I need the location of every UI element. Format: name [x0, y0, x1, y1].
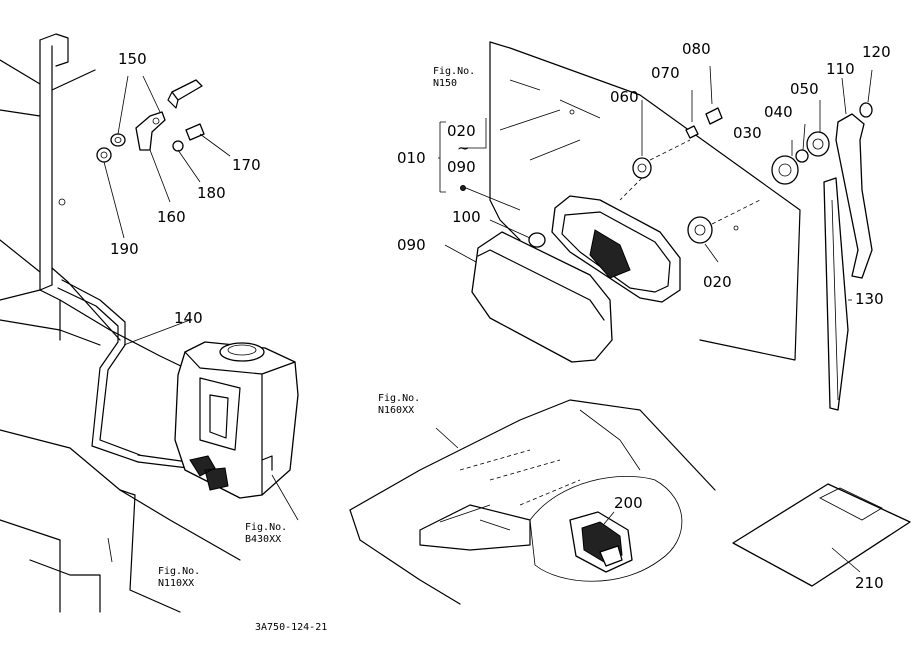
part-label-130: 130	[855, 290, 884, 308]
part-label-070: 070	[651, 64, 680, 82]
part-label-170: 170	[232, 156, 261, 174]
lamp-lens	[471, 231, 613, 363]
fig-ref-n150-line1: Fig.No.	[433, 66, 476, 77]
fig-ref-n150: Fig.No. N150	[433, 66, 475, 90]
part-label-200: 200	[614, 494, 643, 512]
part-label-120: 120	[862, 43, 891, 61]
part-label-140: 140	[174, 309, 203, 327]
fig-ref-n110xx: Fig.No. N110XX	[158, 566, 200, 590]
fig-ref-b430xx-line1: Fig.No.	[245, 522, 288, 533]
drawing-code: 3A750-124-21	[255, 622, 328, 633]
washer-hose	[57, 279, 189, 469]
lamp-small-parts	[460, 107, 830, 248]
fig-ref-n160xx-line2: N160XX	[378, 405, 415, 416]
cab-frame	[0, 33, 241, 613]
part-label-190: 190	[110, 240, 139, 258]
part-label-110: 110	[826, 60, 855, 78]
lamp-housing	[551, 195, 681, 303]
part-label-180: 180	[197, 184, 226, 202]
switch-assembly	[569, 511, 633, 573]
part-label-010: 010	[397, 149, 426, 167]
washer-tank	[174, 341, 299, 499]
part-label-050: 050	[790, 80, 819, 98]
fig-ref-n160xx-line1: Fig.No.	[378, 393, 421, 404]
leader-lines	[103, 65, 873, 573]
cab-glass	[489, 41, 801, 361]
part-label-150: 150	[118, 50, 147, 68]
fig-ref-n150-line2: N150	[433, 78, 458, 89]
part-label-090-range-end: 090	[447, 158, 476, 176]
part-label-060: 060	[610, 88, 639, 106]
fig-ref-n110xx-line2: N110XX	[158, 578, 195, 589]
part-label-range-tilde: ~	[457, 139, 470, 157]
fig-ref-n110xx-line1: Fig.No.	[158, 566, 201, 577]
fig-ref-b430xx-line2: B430XX	[245, 534, 282, 545]
part-label-100: 100	[452, 208, 481, 226]
part-label-030: 030	[733, 124, 762, 142]
part-label-210: 210	[855, 574, 884, 592]
nozzle-bracket	[96, 79, 205, 163]
fig-ref-b430xx: Fig.No. B430XX	[245, 522, 287, 546]
part-label-090: 090	[397, 236, 426, 254]
part-label-080: 080	[682, 40, 711, 58]
part-label-020-range-start: 020	[447, 122, 476, 140]
part-label-020: 020	[703, 273, 732, 291]
part-label-160: 160	[157, 208, 186, 226]
part-label-040: 040	[764, 103, 793, 121]
wiper-arm	[823, 102, 873, 411]
fig-ref-n160xx: Fig.No. N160XX	[378, 393, 420, 417]
cab-roof	[349, 399, 716, 605]
owners-manual	[732, 483, 911, 587]
